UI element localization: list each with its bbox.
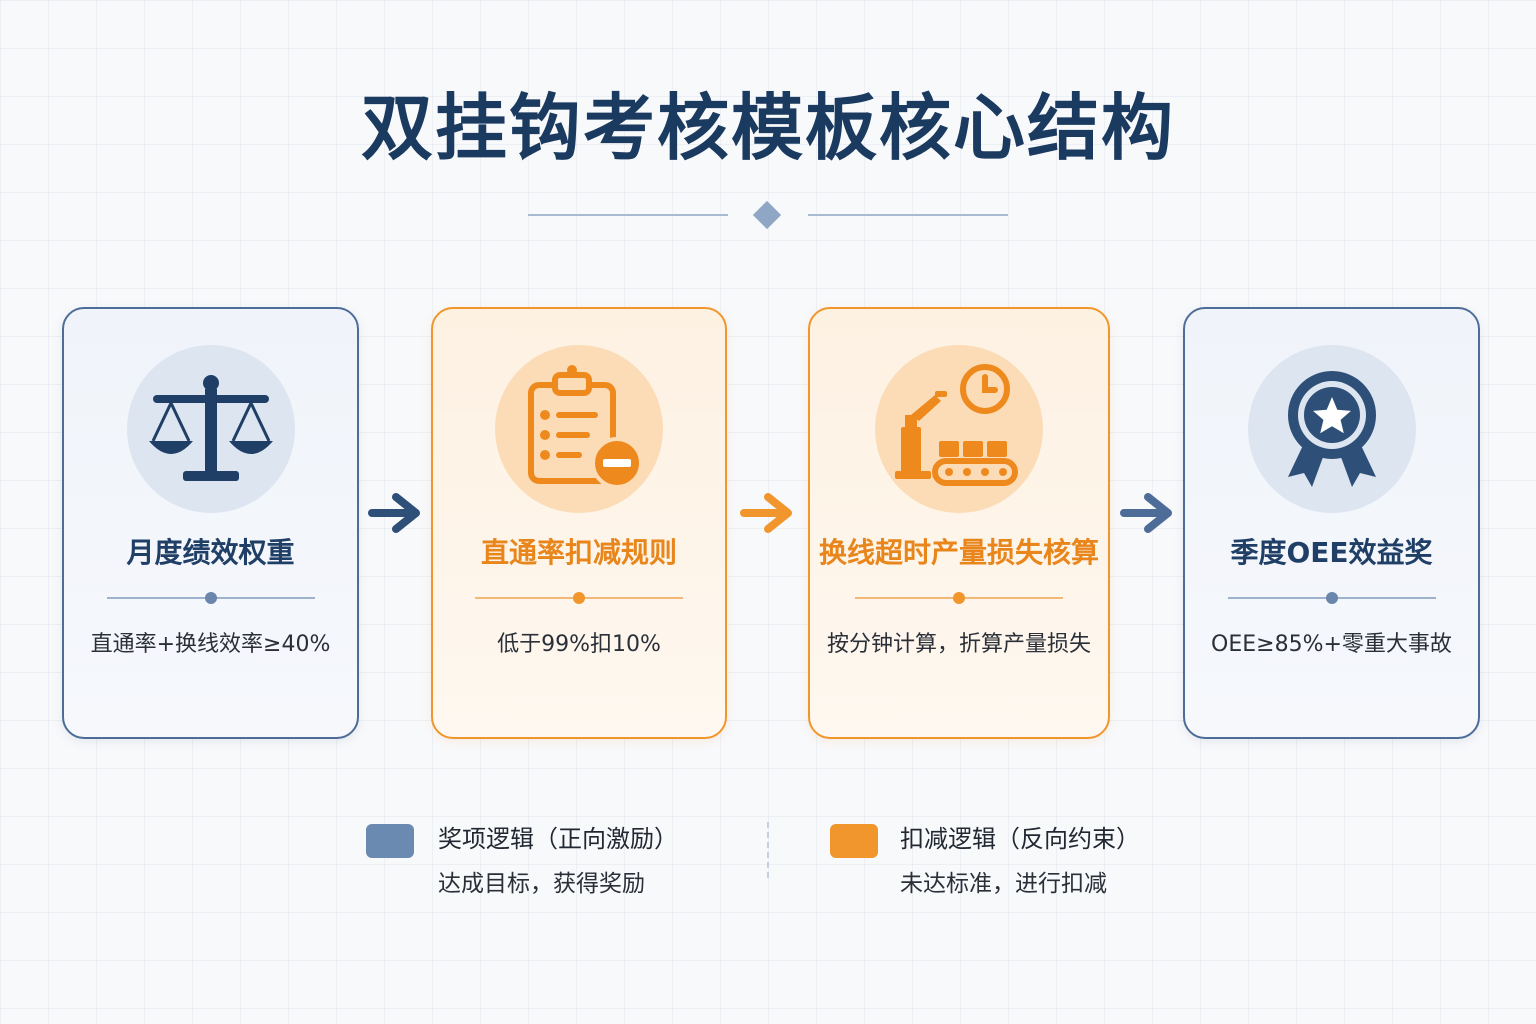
card-changeover-loss-calculation: 换线超时产量损失核算 按分钟计算，折算产量损失 xyxy=(808,307,1110,739)
card-yield-deduction-rule: 直通率扣减规则 低于99%扣10% xyxy=(431,307,727,739)
arrow-right-icon xyxy=(1120,493,1172,533)
legend-swatch-orange xyxy=(830,824,878,858)
card-title: 直通率扣减规则 xyxy=(480,536,677,569)
title-divider xyxy=(528,200,1008,230)
card-title: 换线超时产量损失核算 xyxy=(818,536,1099,569)
legend-title-deduction: 扣减逻辑（反向约束） xyxy=(900,825,1140,853)
card-divider xyxy=(475,592,683,604)
card-divider xyxy=(855,592,1063,604)
arrow-right-icon xyxy=(368,493,420,533)
clipboard-minus-icon xyxy=(495,345,663,513)
card-description: 直通率+换线效率≥40% xyxy=(90,632,331,657)
factory-clock-icon xyxy=(875,345,1043,513)
card-quarterly-oee-award: 季度OEE效益奖 OEE≥85%+零重大事故 xyxy=(1183,307,1480,739)
legend-desc-reward: 达成目标，获得奖励 xyxy=(438,871,645,897)
legend-desc-deduction: 未达标准，进行扣减 xyxy=(900,871,1107,897)
award-medal-icon xyxy=(1247,345,1416,513)
card-title: 季度OEE效益奖 xyxy=(1230,536,1433,569)
legend-separator xyxy=(767,822,769,878)
arrow-right-icon xyxy=(740,493,792,533)
page-title: 双挂钩考核模板核心结构 xyxy=(360,86,1175,170)
card-divider xyxy=(1227,592,1436,604)
scale-icon xyxy=(126,345,295,513)
legend-title-reward: 奖项逻辑（正向激励） xyxy=(438,825,678,853)
legend-swatch-blue xyxy=(366,824,414,858)
card-monthly-performance-weight: 月度绩效权重 直通率+换线效率≥40% xyxy=(62,307,359,739)
card-divider xyxy=(106,592,315,604)
title-divider-line-right xyxy=(808,214,1008,216)
card-description: 按分钟计算，折算产量损失 xyxy=(826,632,1091,657)
title-divider-diamond xyxy=(752,200,782,230)
card-title: 月度绩效权重 xyxy=(126,536,295,569)
title-divider-line-left xyxy=(528,214,728,216)
card-description: OEE≥85%+零重大事故 xyxy=(1211,632,1452,657)
card-description: 低于99%扣10% xyxy=(497,632,661,657)
